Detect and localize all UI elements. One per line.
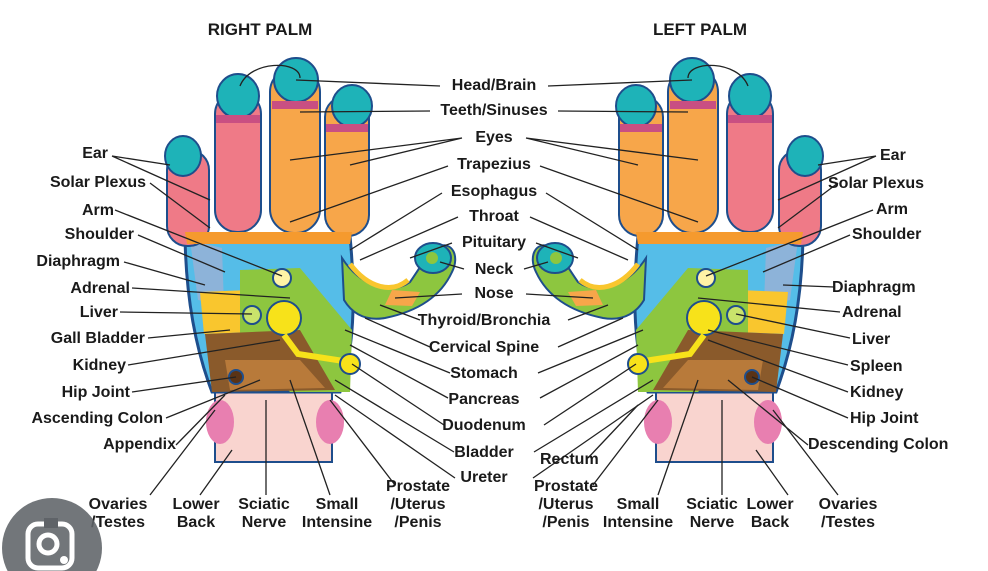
label-pituitary: Pituitary [461,234,527,251]
right-palm-title: RIGHT PALM [207,20,313,39]
left-label-ovaries-testes: Ovaries /Testes [818,496,878,531]
label-pancreas: Pancreas [448,391,520,408]
left-label-kidney: Kidney [850,384,904,401]
right-label-diaphragm: Diaphragm [36,253,120,270]
label-cervical-spine: Cervical Spine [428,339,540,356]
label-duodenum: Duodenum [442,417,526,434]
label-trapezius: Trapezius [457,156,531,173]
left-label-prostate-uterus-penis: Prostate /Uterus /Penis [533,478,599,531]
right-label-arm: Arm [81,202,114,219]
label-throat: Throat [469,208,519,225]
right-label-gall-bladder: Gall Bladder [50,330,145,347]
right-label-sciatic-nerve: Sciatic Nerve [238,496,290,531]
left-label-solar-plexus: Solar Plexus [828,175,925,192]
left-label-adrenal: Adrenal [842,304,902,321]
left-label-liver: Liver [852,331,891,348]
left-label-arm: Arm [876,201,909,218]
right-label-ascending-colon: Ascending Colon [31,410,163,427]
right-label-small-intensine: Small Intensine [301,496,373,531]
right-label-appendix: Appendix [103,436,176,453]
left-label-hip-joint: Hip Joint [850,410,919,427]
label-thyroid-bronchia: Thyroid/Bronchia [417,312,551,329]
right-label-hip-joint: Hip Joint [61,384,130,401]
label-eyes: Eyes [475,129,513,146]
label-head-brain: Head/Brain [451,77,537,94]
google-lens-icon[interactable] [0,488,104,571]
leader-lines [111,64,877,496]
label-teeth-sinuses: Teeth/Sinuses [440,102,548,119]
label-ureter: Ureter [460,469,508,486]
left-label-descending-colon: Descending Colon [808,436,949,453]
right-label-adrenal: Adrenal [70,280,130,297]
left-palm-drawing [533,58,823,462]
left-label-diaphragm: Diaphragm [832,279,916,296]
left-label-lower-back: Lower Back [746,496,794,531]
right-label-prostate-uterus-penis: Prostate /Uterus /Penis [385,478,451,531]
label-esophagus: Esophagus [450,183,538,200]
right-label-shoulder: Shoulder [64,226,134,243]
label-stomach: Stomach [450,365,518,382]
left-label-sciatic-nerve: Sciatic Nerve [686,496,738,531]
label-neck: Neck [474,261,514,278]
right-label-solar-plexus: Solar Plexus [49,174,146,191]
left-label-ear: Ear [880,147,906,164]
right-label-ear: Ear [82,145,108,162]
left-label-shoulder: Shoulder [852,226,922,243]
left-label-small-intensine: Small Intensine [602,496,674,531]
right-label-lower-back: Lower Back [172,496,220,531]
left-palm-title: LEFT PALM [652,20,748,39]
left-label-spleen: Spleen [850,358,903,375]
right-label-liver: Liver [79,304,118,321]
label-bladder: Bladder [454,444,514,461]
right-label-kidney: Kidney [72,357,126,374]
right-label-ovaries-testes: Ovaries /Testes [88,496,148,531]
label-nose: Nose [474,285,514,302]
left-label-rectum: Rectum [540,451,599,468]
